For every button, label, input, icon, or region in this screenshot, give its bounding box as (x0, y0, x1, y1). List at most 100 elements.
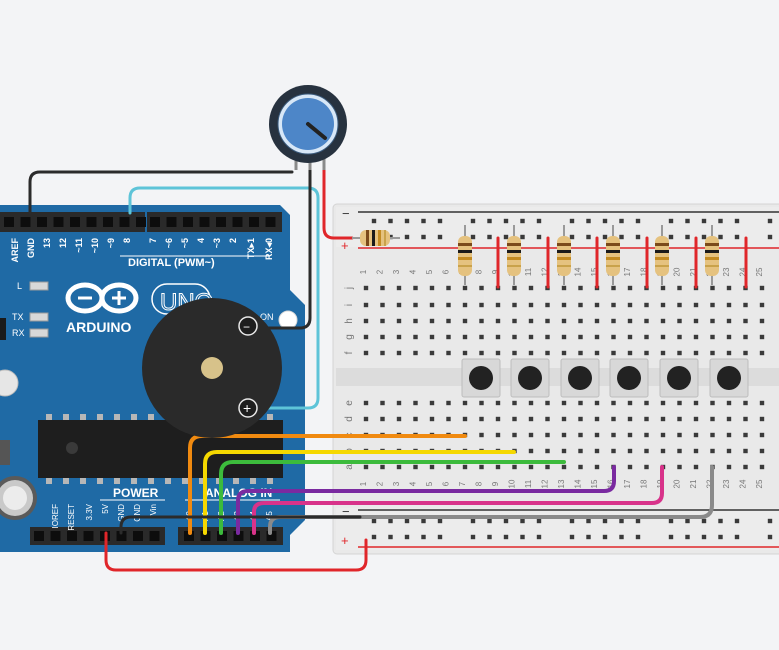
header-socket[interactable] (150, 217, 160, 227)
header-socket[interactable] (216, 217, 226, 227)
column-label: 12 (541, 479, 550, 488)
resistor[interactable] (458, 225, 472, 285)
pin-label: TX▸1 (246, 238, 256, 259)
column-label: 25 (755, 479, 764, 488)
wire-magenta-a (252, 465, 664, 535)
push-button[interactable] (510, 358, 550, 398)
header-socket[interactable] (199, 217, 210, 227)
header-socket[interactable] (250, 531, 260, 541)
row-label: h (344, 318, 355, 324)
pin-label: 13 (42, 238, 52, 248)
column-label: 8 (475, 269, 484, 274)
column-label: 1 (359, 269, 368, 274)
header-socket[interactable] (34, 531, 44, 541)
piezo-buzzer[interactable]: − + (142, 298, 282, 438)
header-socket[interactable] (184, 531, 194, 541)
column-label: 11 (524, 267, 533, 276)
header-socket[interactable] (249, 217, 259, 227)
resistors[interactable] (458, 225, 719, 285)
column-label: 14 (574, 267, 583, 276)
potentiometer[interactable] (269, 85, 347, 170)
column-label: 5 (425, 269, 434, 274)
header-socket[interactable] (133, 531, 143, 541)
wire-red-5v-rail (104, 531, 368, 572)
column-label: 24 (739, 479, 748, 488)
pin-label: AREF (10, 237, 20, 262)
row-label: a (344, 464, 355, 470)
header-socket[interactable] (200, 531, 211, 541)
wire-green-a (219, 460, 566, 535)
header-socket[interactable] (136, 217, 146, 227)
resistor[interactable] (557, 225, 571, 285)
header-socket[interactable] (50, 531, 61, 541)
header-socket[interactable] (217, 531, 227, 541)
header-socket[interactable] (53, 217, 64, 227)
column-label: 18 (640, 479, 649, 488)
header-socket[interactable] (233, 531, 244, 541)
header-socket[interactable] (266, 531, 277, 541)
resistor[interactable] (606, 225, 620, 285)
push-buttons[interactable] (461, 358, 749, 398)
arduino-logo-icon (65, 282, 139, 314)
wire-purple-a (236, 465, 616, 535)
column-label: 8 (475, 481, 484, 486)
header-socket[interactable] (119, 217, 130, 227)
resistor-horizontal[interactable] (352, 230, 400, 246)
rail-minus-top: − (342, 206, 350, 221)
wire-red-pot-5v (322, 158, 354, 240)
column-label: 21 (689, 267, 698, 276)
header-socket[interactable] (37, 217, 47, 227)
row-label: j (344, 287, 355, 290)
column-label: 24 (739, 267, 748, 276)
header-socket[interactable] (83, 531, 94, 541)
header-socket[interactable] (70, 217, 80, 227)
push-button[interactable] (461, 358, 501, 398)
header-socket[interactable] (149, 531, 160, 541)
column-label: 12 (541, 267, 550, 276)
resistor[interactable] (705, 225, 719, 285)
column-label: 10 (508, 479, 517, 488)
column-label: 6 (442, 481, 451, 486)
header-socket[interactable] (20, 217, 31, 227)
wire-yellow-a (203, 450, 516, 535)
reset-button[interactable] (0, 369, 19, 397)
header-socket[interactable] (4, 217, 14, 227)
header-socket[interactable] (183, 217, 193, 227)
breadboard-holes[interactable] (363, 218, 773, 540)
push-button[interactable] (709, 358, 749, 398)
column-label: 18 (640, 267, 649, 276)
push-button[interactable] (560, 358, 600, 398)
column-label: 6 (442, 269, 451, 274)
column-label: 20 (673, 267, 682, 276)
header-socket[interactable] (116, 531, 127, 541)
push-button[interactable] (659, 358, 699, 398)
push-button[interactable] (609, 358, 649, 398)
header-socket[interactable] (232, 217, 243, 227)
header-socket[interactable] (103, 217, 113, 227)
column-label: 25 (755, 267, 764, 276)
header-socket[interactable] (166, 217, 177, 227)
column-label: 15 (590, 479, 599, 488)
header-socket[interactable] (67, 531, 77, 541)
column-label: 23 (722, 479, 731, 488)
led-l (29, 281, 49, 291)
wire-black-gnd-rail (119, 515, 362, 535)
column-label: 23 (722, 267, 731, 276)
pin-label: ~5 (180, 238, 190, 248)
rail-plus-top: + (341, 238, 349, 253)
row-label: d (344, 416, 355, 422)
header-socket[interactable] (265, 217, 276, 227)
header-socket[interactable] (86, 217, 97, 227)
column-label: 9 (491, 481, 500, 486)
pin-label: 7 (148, 238, 158, 243)
pin-label: 8 (122, 238, 132, 243)
potentiometer-knob-indicator (306, 122, 327, 140)
resistor[interactable] (655, 225, 669, 285)
pin-label: ~9 (106, 238, 116, 248)
column-label: 17 (623, 479, 632, 488)
header-sockets[interactable] (4, 217, 277, 541)
power-label: POWER (113, 486, 159, 500)
rail-minus-bottom: − (342, 504, 350, 519)
resistor[interactable] (507, 225, 521, 285)
pin-label: ~10 (90, 238, 100, 253)
